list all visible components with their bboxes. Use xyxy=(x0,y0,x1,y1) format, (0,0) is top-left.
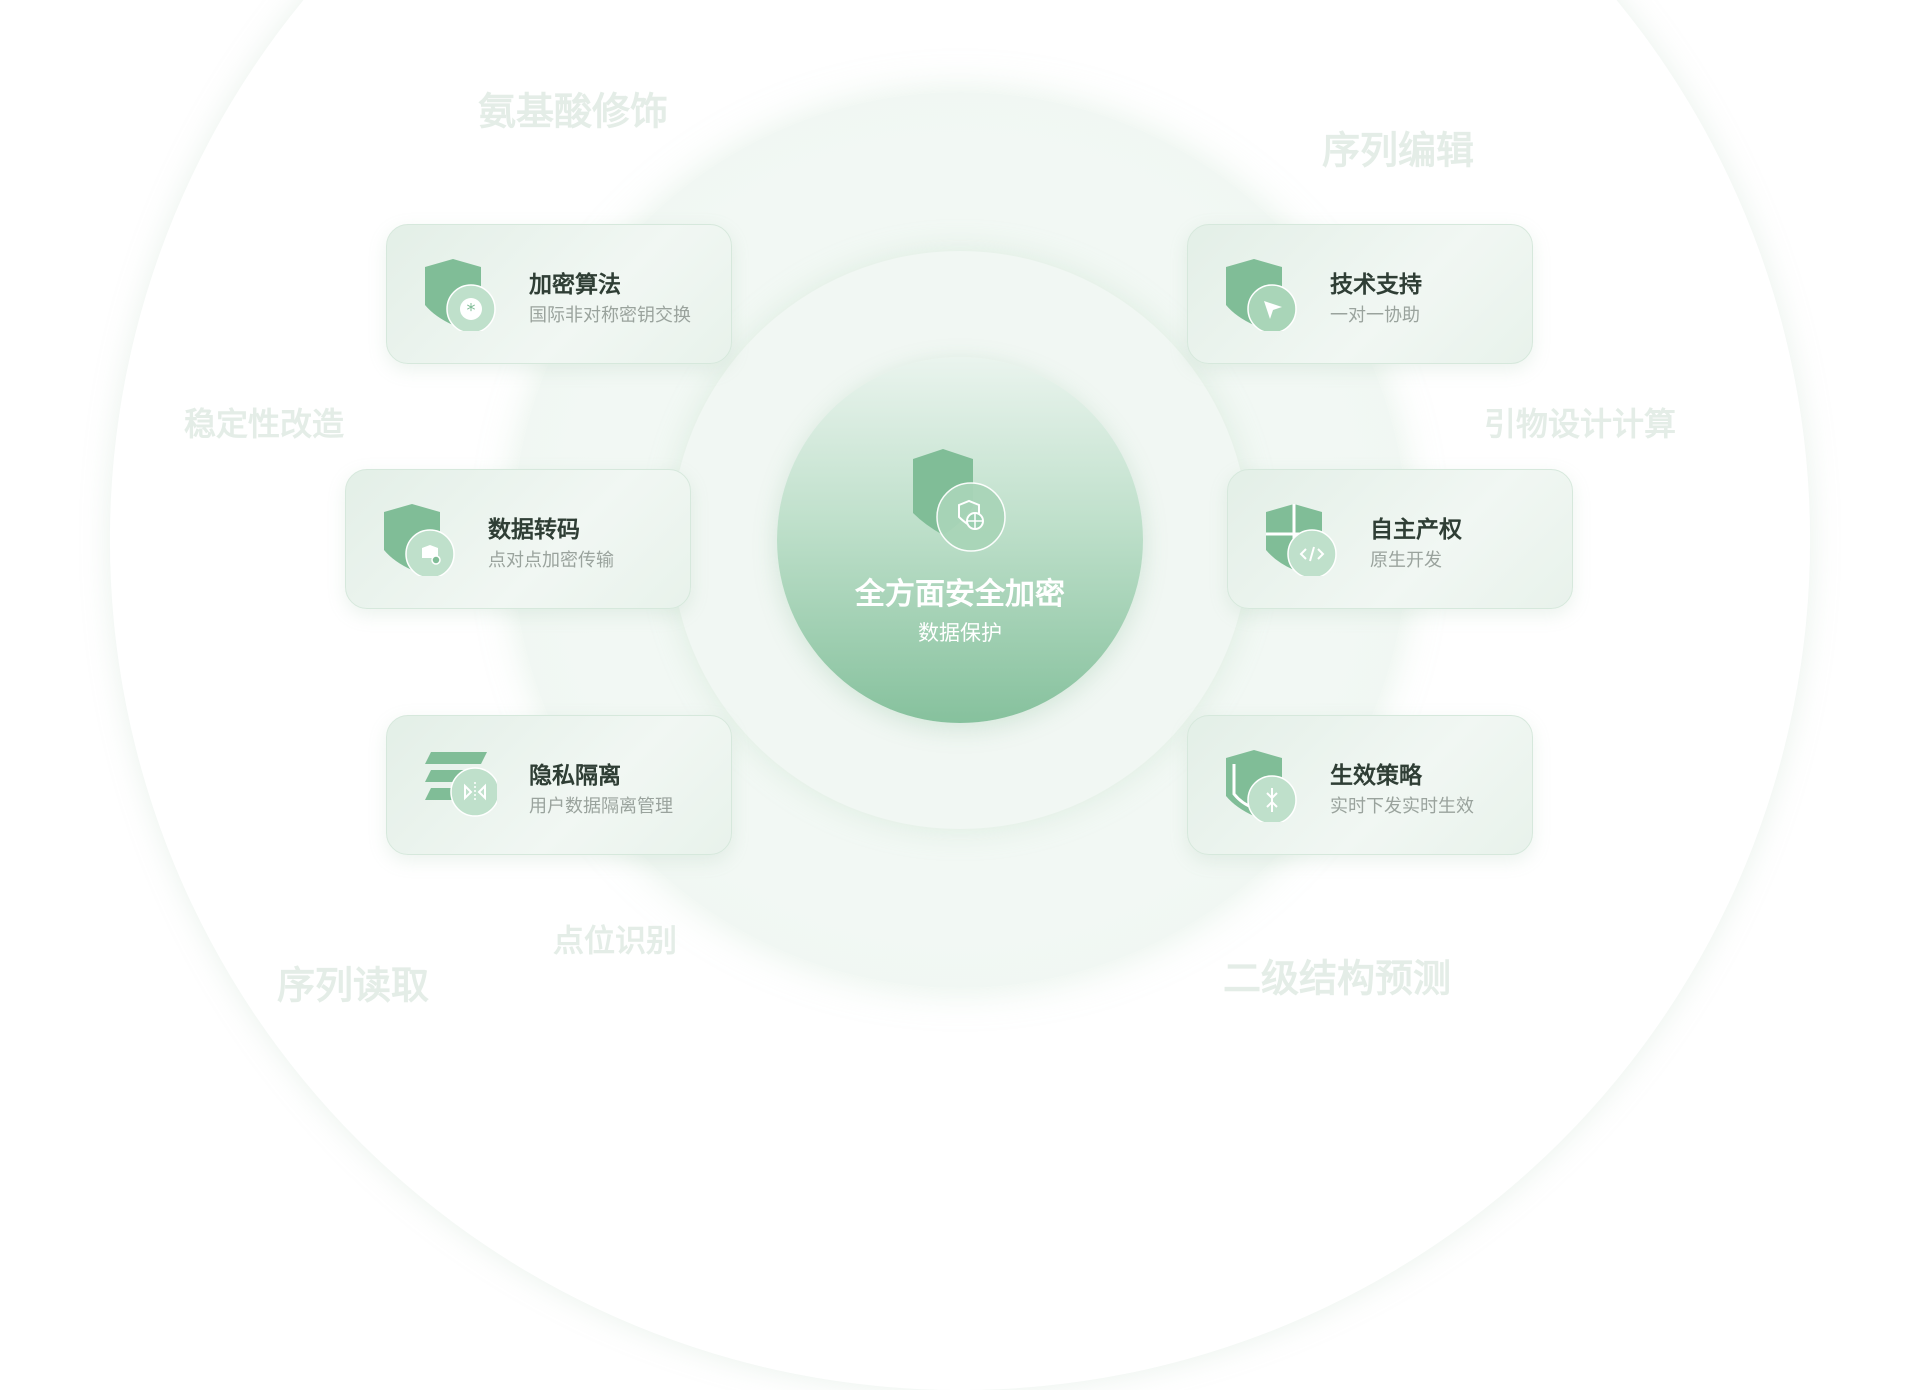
card-subtitle: 一对一协助 xyxy=(1330,305,1420,326)
card-title: 自主产权 xyxy=(1370,517,1462,543)
card-subtitle: 实时下发实时生效 xyxy=(1330,796,1474,817)
bg-label: 氨基酸修饰 xyxy=(477,89,669,134)
feature-card-encryption[interactable]: * 加密算法 国际非对称密钥交换 xyxy=(386,224,732,364)
card-title: 技术支持 xyxy=(1330,272,1422,298)
center-circle: 全方面安全加密 数据保护 xyxy=(777,357,1143,723)
shield-globe-icon xyxy=(913,449,1006,552)
shield-asterisk-icon: * xyxy=(425,259,496,331)
layers-isolate-icon xyxy=(425,752,497,817)
card-subtitle: 用户数据隔离管理 xyxy=(529,796,673,817)
bg-label: 引物设计计算 xyxy=(1483,405,1677,443)
center-title: 全方面安全加密 xyxy=(855,577,1065,612)
feature-card-ownership[interactable]: 自主产权 原生开发 xyxy=(1227,469,1573,609)
card-title: 隐私隔离 xyxy=(529,763,621,789)
bg-label: 稳定性改造 xyxy=(183,405,345,443)
shield-lock-icon xyxy=(384,504,455,576)
center-subtitle: 数据保护 xyxy=(918,621,1002,645)
shield-code-icon xyxy=(1266,504,1337,576)
card-title: 数据转码 xyxy=(488,517,580,543)
bg-label: 序列编辑 xyxy=(1321,128,1475,173)
bg-label: 序列读取 xyxy=(276,963,430,1008)
card-title: 生效策略 xyxy=(1330,763,1422,789)
card-title: 加密算法 xyxy=(529,272,621,298)
feature-card-isolation[interactable]: 隐私隔离 用户数据隔离管理 xyxy=(386,715,732,855)
card-subtitle: 点对点加密传输 xyxy=(488,550,614,571)
feature-card-support[interactable]: 技术支持 一对一协助 xyxy=(1187,224,1533,364)
shield-merge-icon xyxy=(1226,750,1297,822)
bg-label: 二级结构预测 xyxy=(1222,956,1452,1001)
card-subtitle: 原生开发 xyxy=(1370,550,1442,571)
shield-cursor-icon xyxy=(1226,259,1297,331)
svg-text:*: * xyxy=(467,300,476,321)
feature-card-transcoding[interactable]: 数据转码 点对点加密传输 xyxy=(345,469,691,609)
feature-card-policy[interactable]: 生效策略 实时下发实时生效 xyxy=(1187,715,1533,855)
bg-label: 点位识别 xyxy=(553,923,677,960)
card-subtitle: 国际非对称密钥交换 xyxy=(529,305,691,326)
